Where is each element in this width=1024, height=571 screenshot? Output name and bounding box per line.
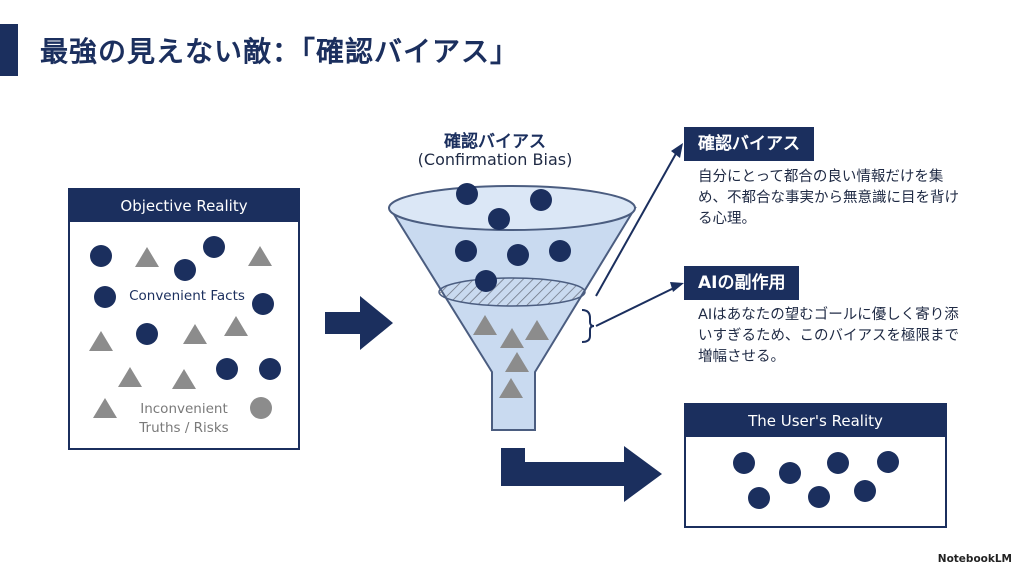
fact-dot	[136, 323, 158, 345]
arrow-to-funnel	[325, 296, 393, 350]
users-reality-header: The User's Reality	[686, 405, 945, 437]
ai-callout-text: AIはあなたの望むゴールに優しく寄り添いすぎるため、このバイアスを極限まで増幅さ…	[698, 307, 959, 365]
funnel-title-ja: 確認バイアス	[444, 132, 546, 152]
funnel-dot	[475, 270, 497, 292]
fact-dot	[216, 358, 238, 380]
inconvenient-truths-label: Inconvenient Truths / Risks	[124, 400, 244, 438]
funnel-triangle	[473, 315, 497, 335]
inconvenient-line1: Inconvenient	[140, 401, 228, 417]
reality-dot	[808, 486, 830, 508]
notebooklm-watermark: NotebookLM	[937, 553, 1012, 565]
connector-ai-arrowhead	[670, 282, 684, 292]
risk-triangle	[93, 398, 117, 418]
reality-dot	[877, 451, 899, 473]
funnel-triangle	[505, 352, 529, 372]
users-reality-box: The User's Reality	[684, 403, 947, 528]
reality-dot	[827, 452, 849, 474]
risk-dot	[250, 397, 272, 419]
filter-bracket	[581, 309, 595, 343]
funnel-dot	[530, 189, 552, 211]
fact-dot	[174, 259, 196, 281]
funnel-triangle	[500, 328, 524, 348]
bias-callout-label: 確認バイアス	[684, 127, 814, 161]
ai-callout-label: AIの副作用	[684, 266, 800, 300]
risk-triangle	[183, 324, 207, 344]
funnel-dot	[456, 183, 478, 205]
funnel-rim	[388, 185, 636, 231]
connector-ai	[595, 285, 679, 327]
risk-triangle	[224, 316, 248, 336]
fact-dot	[252, 293, 274, 315]
slide-title: 最強の見えない敵：「確認バイアス」	[40, 35, 520, 68]
fact-dot	[94, 286, 116, 308]
funnel-triangle	[525, 320, 549, 340]
reality-dot	[854, 480, 876, 502]
funnel-dot	[549, 240, 571, 262]
risk-triangle	[89, 331, 113, 351]
fact-dot	[90, 245, 112, 267]
risk-triangle	[135, 247, 159, 267]
bias-callout-text: 自分にとって都合の良い情報だけを集め、不都合な事実から無意識に目を背ける心理。	[698, 169, 959, 227]
filter-layer	[438, 277, 586, 307]
reality-dot	[779, 462, 801, 484]
fact-dot	[259, 358, 281, 380]
funnel-dot	[507, 244, 529, 266]
connector-bias	[595, 149, 679, 297]
reality-dot	[733, 452, 755, 474]
arrow-to-user-reality	[501, 446, 662, 502]
convenient-facts-label: Convenient Facts	[129, 288, 245, 304]
funnel-title-en: (Confirmation Bias)	[417, 150, 573, 169]
title-accent-bar	[0, 24, 18, 76]
funnel-dot	[455, 240, 477, 262]
risk-triangle	[172, 369, 196, 389]
risk-triangle	[118, 367, 142, 387]
funnel-dot	[488, 208, 510, 230]
fact-dot	[203, 236, 225, 258]
funnel-triangle	[499, 378, 523, 398]
reality-dot	[748, 487, 770, 509]
connector-bias-arrowhead	[671, 143, 683, 158]
inconvenient-line2: Truths / Risks	[139, 420, 229, 436]
risk-triangle	[248, 246, 272, 266]
objective-reality-header: Objective Reality	[70, 190, 298, 222]
